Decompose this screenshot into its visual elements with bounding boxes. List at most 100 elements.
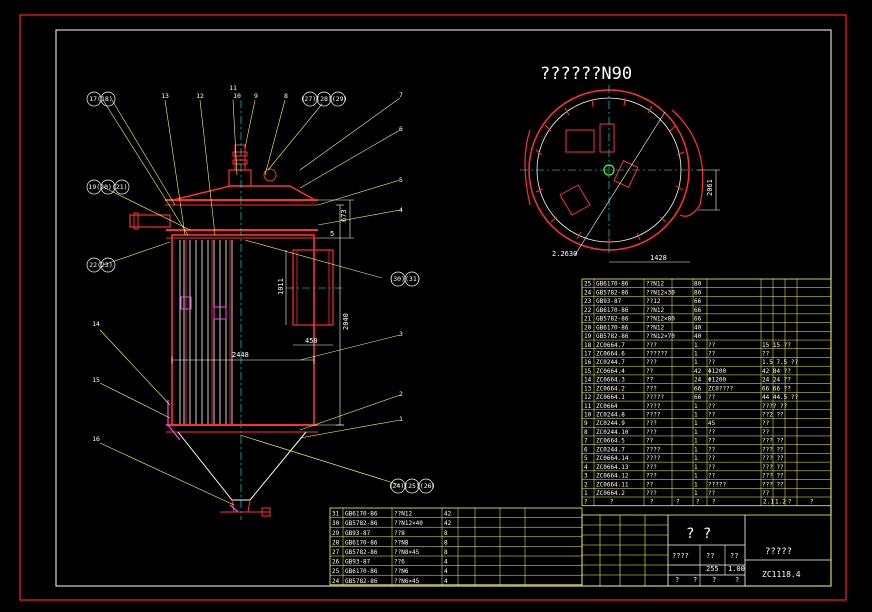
bom-main-cell: ?? — [646, 377, 654, 384]
bom-main-cell: ??? ?? — [762, 438, 784, 445]
bom-main-cell: 9 — [584, 420, 588, 427]
bom-lower-cell: 42 — [444, 511, 452, 518]
bom-lower-cell: ??N6×45 — [394, 578, 420, 585]
bom-main-cell: GB6170-86 — [596, 281, 629, 288]
bom-main-cell: ZC0664.5 — [596, 438, 625, 445]
bom-main-cell: 1 — [584, 490, 588, 497]
balloon-10: 10 — [233, 92, 241, 100]
bom-main-cell: 25 — [584, 281, 592, 288]
bom-lower-cell: 26 — [332, 559, 340, 566]
bom-main-cell: 45 — [708, 420, 716, 427]
bom-lower-cell: 29 — [332, 530, 340, 537]
bom-lower-cell: GB6170-86 — [345, 511, 378, 518]
bom-main-cell: 14 — [584, 377, 592, 384]
bom-main-cell: ZC0???? — [708, 385, 734, 392]
dim-nozzle-w: 450 — [305, 337, 318, 345]
bom-main-cell: ?? — [708, 446, 716, 453]
bom-lower-cell: 24 — [332, 578, 340, 585]
balloon-11: 11 — [229, 84, 237, 92]
balloon-14: 14 — [92, 320, 100, 328]
bom-main-cell: ????? — [708, 481, 726, 488]
title-company: ????? — [765, 547, 792, 557]
balloon-5: 5 — [399, 176, 403, 184]
bom-main-header-cell: 1.2 — [775, 499, 786, 506]
bom-main-cell: ?????? — [646, 350, 668, 357]
bom-main-cell: 1 — [694, 490, 698, 497]
title-drawing-no: ZC1118.4 — [762, 570, 801, 579]
balloon-17-18: 17(18) — [89, 95, 112, 103]
bom-main-cell: 66 — [694, 394, 702, 401]
bom-main-cell: ??N12 — [646, 281, 664, 288]
bom-main-cell: ??? — [646, 464, 657, 471]
balloon-3: 3 — [399, 330, 403, 338]
bom-main-cell: 80 — [694, 281, 702, 288]
title-block: ? ? ????? ZC1118.4 ???? ?? ?? 255 1.00 ?… — [581, 514, 832, 587]
bom-main-cell: ???? — [646, 403, 661, 410]
bom-main-cell: ?? — [762, 420, 770, 427]
balloon-12: 12 — [196, 92, 204, 100]
bom-main-cell: 80 — [694, 289, 702, 296]
balloons: 17(18) 19(20)(21) 22(23) 14 15 16 13 12 … — [86, 84, 436, 494]
bom-main-cell: ??? ?? — [762, 481, 784, 488]
bom-lower-cell: 4 — [444, 568, 448, 575]
bom-main-cell: ??? — [646, 420, 657, 427]
bom-main-header-cell: ? — [810, 499, 814, 506]
bom-main-cell: 1 — [694, 350, 698, 357]
bom-main-cell: ZC0244.8 — [596, 412, 625, 419]
bom-main-cell: 5 — [584, 455, 588, 462]
bom-main-cell: ?? — [708, 438, 716, 445]
bom-main-cell: GB5782-86 — [596, 333, 629, 340]
bom-main-cell: ?? — [708, 394, 716, 401]
outer-border — [19, 14, 847, 601]
bom-main-cell: 1 — [694, 342, 698, 349]
balloon-27-28-29: (27)(28)(29) — [301, 95, 348, 103]
bom-main-cell: GB6170-86 — [596, 324, 629, 331]
title-name: ? ? — [686, 526, 711, 542]
balloon-24-25-26: (24)(25)(26) — [389, 482, 436, 490]
bom-main-cell: 2 — [584, 481, 588, 488]
bom-main-cell: ?? — [708, 473, 716, 480]
bom-lower-cell: GB6170-86 — [345, 539, 378, 546]
bom-lower-cell: ??N8 — [394, 539, 409, 546]
bom-main-cell: ?? — [708, 403, 716, 410]
bom-main-cell: 1 — [694, 420, 698, 427]
bom-main-cell: 1 — [694, 455, 698, 462]
balloon-15: 15 — [92, 376, 100, 384]
balloon-4: 4 — [399, 206, 403, 214]
bom-main-cell: ?? — [708, 455, 716, 462]
bom-main-cell: ??N12×30 — [646, 289, 675, 296]
bom-main-cell: ??? — [646, 342, 657, 349]
bom-main-cell: 1 — [694, 473, 698, 480]
bom-main-cell: 6 — [584, 446, 588, 453]
bom-main-cell: ??N12×70 — [646, 333, 675, 340]
bom-main-cell: ZC0244.7 — [596, 446, 625, 453]
bom-main-cell: ???? — [646, 446, 661, 453]
dim-small-h: 673 — [340, 209, 348, 222]
bom-main-cell: ??? — [646, 385, 657, 392]
bom-lower-cell: 25 — [332, 568, 340, 575]
balloon-7: 7 — [399, 91, 403, 99]
bom-main-cell: ???? — [646, 412, 661, 419]
bom-main-cell: ZC0244.10 — [596, 429, 629, 436]
bom-main-cell: ???? — [646, 455, 661, 462]
bom-main-header-cell: ? — [676, 499, 680, 506]
bom-main-cell: ZC0664 — [596, 403, 618, 410]
dim-height: 2040 — [342, 313, 350, 330]
